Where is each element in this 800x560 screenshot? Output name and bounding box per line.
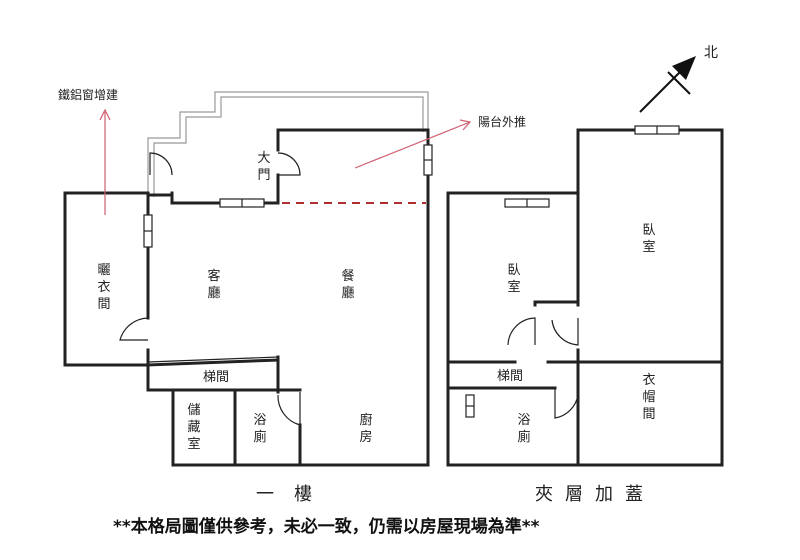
room-stairs-mezz: 梯間 [496,369,523,384]
room-kitchen: 廚房 [359,413,373,445]
room-bathroom-1f: 浴廁 [253,413,267,445]
mezzanine-walls [446,128,724,467]
north-label: 北 [704,45,718,61]
room-bedroom-left: 臥室 [507,263,521,295]
first-floor-walls [63,128,430,467]
window-addition-outline [147,91,429,197]
room-dining: 餐廳 [341,269,355,301]
room-stairs-1f: 梯間 [202,370,229,385]
disclaimer-note: **本格局圖僅供參考，未必一致，仍需以房屋現場為準** [113,517,540,537]
room-storage: 儲藏室 [187,403,201,452]
window-addition-label: 鐵鋁窗增建 [58,88,119,102]
first-floor-doors [119,152,301,426]
mezzanine-doors [507,317,579,419]
caption-floor-1: 一樓 [256,484,332,505]
room-laundry: 曬衣間 [97,263,111,312]
first-floor-windows [143,144,433,248]
room-living: 客廳 [207,269,221,301]
room-main-door: 大門 [257,151,271,183]
caption-mezzanine: 夾層加蓋 [535,484,655,505]
room-bedroom-right: 臥室 [642,223,656,255]
mezzanine-windows [465,125,680,418]
north-arrow-icon [639,56,696,113]
annotation-arrows [99,108,472,215]
room-bathroom-mezz: 浴廁 [517,413,531,445]
room-closet: 衣帽間 [642,373,656,422]
balcony-push-label: 陽台外推 [478,115,527,129]
